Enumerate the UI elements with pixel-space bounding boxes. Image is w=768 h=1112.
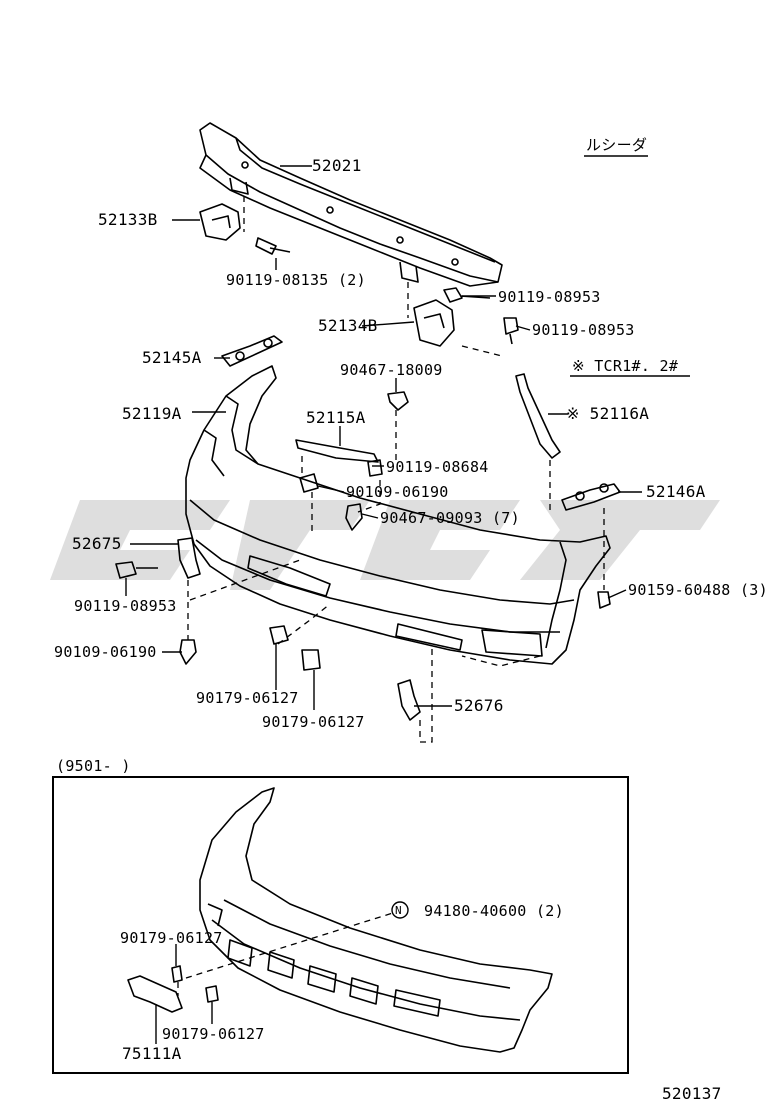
part-label-90179-06127-a: 90179-06127 — [196, 689, 299, 707]
part-label-94180-40600: 94180-40600 (2) — [424, 902, 564, 920]
part-label-90119-08135: 90119-08135 (2) — [226, 271, 366, 289]
part-label-90159-60488: 90159-60488 (3) — [628, 581, 768, 599]
inset-date-range: (9501- ) — [56, 757, 131, 775]
part-label-52145a: 52145A — [142, 348, 202, 367]
inset-frame — [52, 776, 629, 1074]
bumper-cover-drawing — [185, 365, 611, 665]
part-label-52134b: 52134B — [318, 316, 378, 335]
part-label-75111a: 75111A — [122, 1044, 182, 1063]
part-label-90119-08684: 90119-08684 — [386, 458, 489, 476]
bracket-52134b-drawing — [413, 299, 455, 347]
part-label-90119-08953-a: 90119-08953 — [498, 288, 601, 306]
n-marker: N — [395, 904, 402, 917]
part-label-52675: 52675 — [72, 534, 122, 553]
part-label-52119a: 52119A — [122, 404, 182, 423]
variant-note: ※ TCR1#. 2# — [572, 357, 679, 375]
part-label-52133b: 52133B — [98, 210, 158, 229]
part-label-90179-06127-d: 90179-06127 — [162, 1025, 265, 1043]
bumper-reinforcement-drawing — [199, 122, 503, 287]
part-label-90119-08953-c: 90119-08953 — [74, 597, 177, 615]
part-label-52021: 52021 — [312, 156, 362, 175]
part-label-90467-09093: 90467-09093 (7) — [380, 509, 520, 527]
part-label-90109-06190-b: 90109-06190 — [54, 643, 157, 661]
part-label-52116a: ※ 52116A — [566, 404, 650, 423]
part-label-90119-08953-b: 90119-08953 — [532, 321, 635, 339]
part-label-52115a: 52115A — [306, 408, 366, 427]
part-label-90179-06127-b: 90179-06127 — [262, 713, 365, 731]
model-note: ルシーダ — [586, 136, 648, 154]
part-label-52146a: 52146A — [646, 482, 706, 501]
part-label-52676: 52676 — [454, 696, 504, 715]
part-label-90179-06127-c: 90179-06127 — [120, 929, 223, 947]
part-label-90109-06190-a: 90109-06190 — [346, 483, 449, 501]
diagram-number: 520137 — [662, 1084, 722, 1103]
inset-bumper-drawing — [127, 787, 553, 1053]
bracket-52133b-drawing — [199, 203, 241, 241]
part-label-90467-18009: 90467-18009 — [340, 361, 443, 379]
